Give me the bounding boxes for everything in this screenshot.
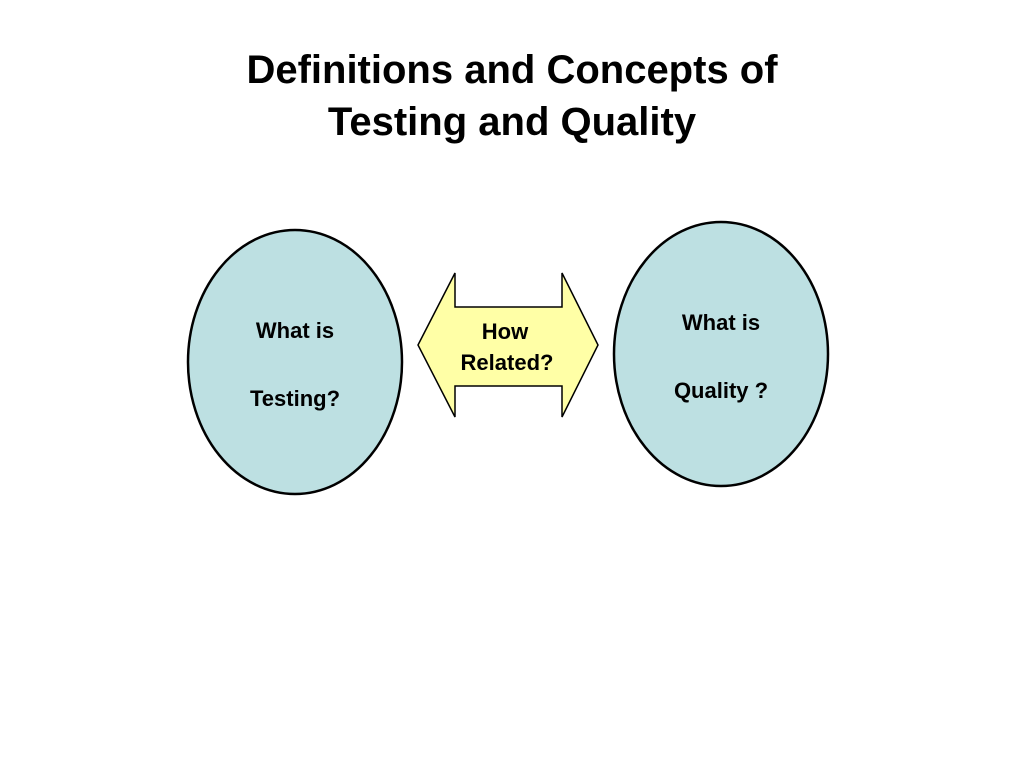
testing-node: What is Testing? — [186, 228, 404, 496]
testing-node-line-1: What is — [256, 318, 334, 343]
connector-line-1: How — [482, 319, 529, 344]
how-related-connector: How Related? — [417, 272, 599, 418]
double-arrow-icon — [417, 272, 599, 418]
quality-node: What is Quality ? — [612, 220, 830, 488]
connector-line-2: Related? — [461, 350, 554, 375]
quality-node-line-1: What is — [682, 310, 760, 335]
slide-title-line-2: Testing and Quality — [327, 100, 697, 144]
quality-ellipse — [612, 220, 830, 488]
testing-node-line-2: Testing? — [250, 386, 340, 411]
slide-title-line-1: Definitions and Concepts of — [246, 48, 778, 92]
testing-ellipse — [186, 228, 404, 496]
quality-node-line-2: Quality ? — [674, 378, 768, 403]
slide-title: Definitions and Concepts of Testing and … — [112, 44, 912, 148]
